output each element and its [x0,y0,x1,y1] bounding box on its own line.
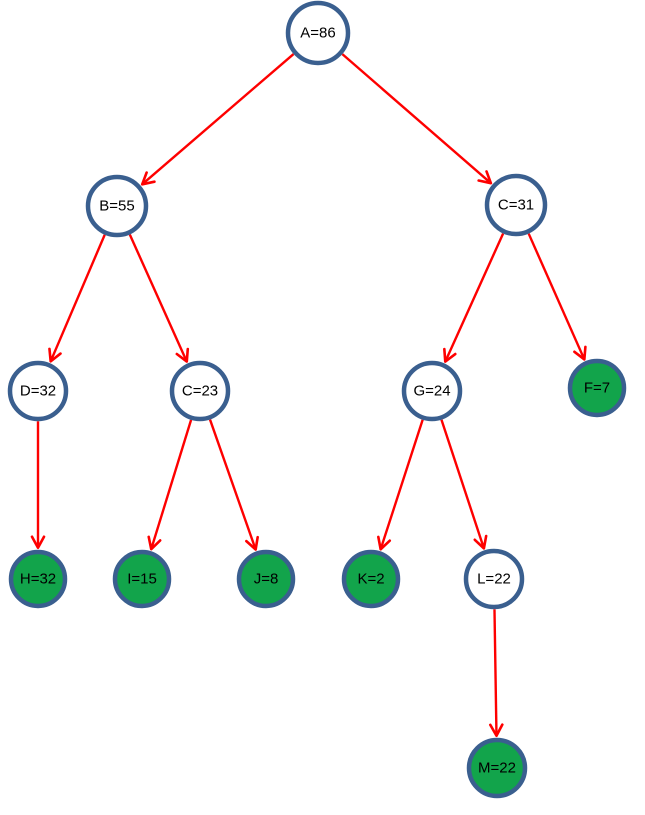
node-label: J=8 [254,571,279,588]
tree-node-I: I=15 [112,549,172,609]
tree-node-K: K=2 [341,549,401,609]
edge-C1-F [527,233,587,361]
tree-node-C2: C=23 [169,360,231,422]
node-label: I=15 [127,571,157,588]
edge-G-L [440,419,488,550]
node-label: F=7 [584,380,610,397]
leaf-node-circle [112,549,172,609]
tree-node-G: G=24 [401,360,463,422]
leaf-node-circle [567,358,627,418]
edge-G-K [377,419,424,551]
internal-node-circle [484,173,548,237]
node-label: C=31 [498,197,534,214]
node-label: B=55 [99,198,134,215]
tree-node-L: L=22 [463,548,525,610]
node-label: K=2 [357,571,384,588]
node-label: G=24 [413,383,450,400]
internal-node-circle [285,0,351,66]
leaf-node-circle [341,549,401,609]
internal-node-circle [7,360,69,422]
node-label: L=22 [477,571,511,588]
node-label: H=32 [20,571,56,588]
edge-L-M [489,609,504,738]
leaf-node-circle [8,549,68,609]
edge-A-C1 [341,53,493,185]
internal-node-circle [169,360,231,422]
leaf-node-circle [236,549,296,609]
leaf-node-circle [466,737,528,799]
internal-node-circle [401,360,463,422]
tree-node-D: D=32 [7,360,69,422]
edge-B-C2 [128,234,190,363]
node-label: M=22 [478,760,516,777]
node-label: A=86 [300,25,335,42]
tree-node-A: A=86 [285,0,351,66]
tree-node-B: B=55 [85,174,149,238]
tree-node-C1: C=31 [484,173,548,237]
tree-node-M: M=22 [466,737,528,799]
edge-C1-G [443,232,505,363]
internal-node-circle [85,174,149,238]
tree-node-H: H=32 [8,549,68,609]
edge-C2-I [147,419,193,551]
tree-node-F: F=7 [567,358,627,418]
node-label: D=32 [20,383,56,400]
node-label: C=23 [182,383,218,400]
internal-node-circle [463,548,525,610]
edge-B-D [48,234,106,363]
edge-C2-J [208,419,259,551]
tree-node-J: J=8 [236,549,296,609]
edge-A-B [140,53,295,186]
